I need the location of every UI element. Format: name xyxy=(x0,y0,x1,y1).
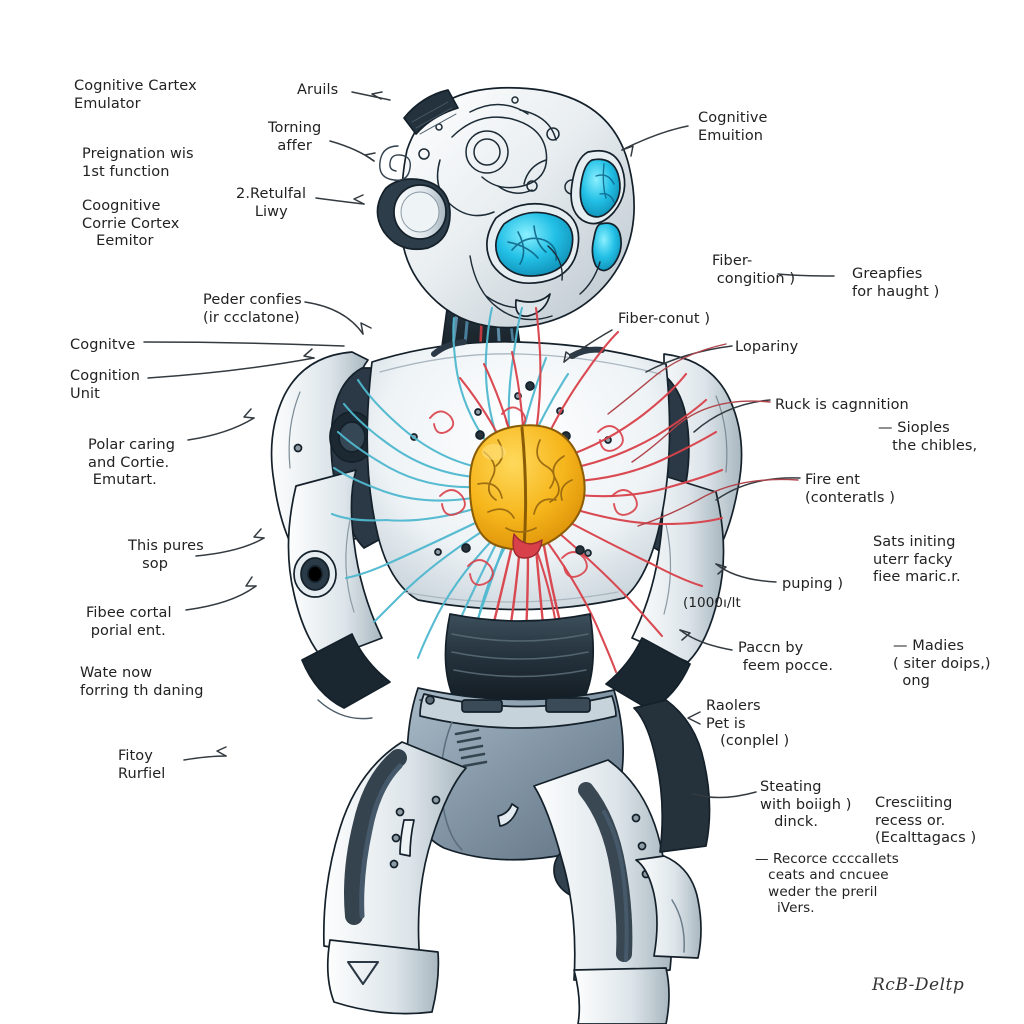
label-steating-with-boiigh: Steating with boiigh ) dinck. xyxy=(760,779,852,831)
label-fitoy-rurfiel: Fitoy Rurfiel xyxy=(118,748,166,782)
label-fibee-cortal: Fibee cortal porial ent. xyxy=(86,605,172,639)
head-dome xyxy=(376,86,635,329)
label-cognitive-emuition: Cognitive Emuition xyxy=(698,110,768,144)
temple-glow-panel xyxy=(591,222,622,272)
label-puping: puping ) xyxy=(782,576,844,592)
artist-signature: RcB-Deltp xyxy=(872,975,965,995)
label-paccn-by-feem-pocce: Paccn by feem pocce. xyxy=(738,640,834,674)
label-this-pures-sop: This pures sop xyxy=(128,538,204,572)
label-polar-caring: Polar caring and Cortie. Emutart. xyxy=(88,437,176,489)
label-peder-confies: Peder confies (ir ccclatone) xyxy=(203,292,302,326)
label-fiber-conut: Fiber-conut ) xyxy=(618,311,711,327)
label-greapfies-for-haught: Greapfies for haught ) xyxy=(852,266,940,300)
label-fire-ent-conteratls: Fire ent (conteratls ) xyxy=(805,472,895,506)
label-torning-affer: Torning affer xyxy=(268,120,322,154)
knee-left xyxy=(326,939,440,1015)
label-wate-now: Wate now forring th daning xyxy=(80,665,204,699)
label-sioples-the-chibles: — Sioples the chibles, xyxy=(878,420,978,454)
label-madies-siter-doips: — Madies ( siter doips,) ong xyxy=(893,638,991,690)
label-ruck-is-cagnnition: Ruck is cagnnition xyxy=(775,397,909,413)
label-coognitive-corrie-cortex: Coognitive Corrie Cortex Eemitor xyxy=(82,198,180,250)
fiber-bundles-cyan xyxy=(330,306,570,680)
label-cresciiting-recess: Cresciiting recess or. (Ecalttagacs ) xyxy=(875,795,977,847)
arm-left xyxy=(287,469,391,720)
label-lopariny: Lopariny xyxy=(735,339,799,355)
cortex-brain xyxy=(468,424,586,559)
label-sats-initing: Sats initing uterr facky fiee maric.r. xyxy=(873,534,961,586)
label-pregnation-function: Preignation wis 1st function xyxy=(82,146,194,180)
thigh-left xyxy=(322,741,467,963)
leg-far xyxy=(633,699,711,959)
label-recorce-ccccallets: — Recorce ccccallets ceats and cncuee we… xyxy=(755,851,899,917)
label-raolers-pet-is: Raolers Pet is (conplel ) xyxy=(706,698,790,750)
eye-right xyxy=(570,149,626,225)
title-label: Cognitive Cartex Emulator xyxy=(74,78,197,112)
label-retulfal-liwy: 2.Retulfal Liwy xyxy=(236,186,307,220)
label-thousand-lt: (1000ı/lt xyxy=(683,595,741,611)
label-cognition-unit: Cognition Unit xyxy=(70,368,141,402)
label-aruils: Aruils xyxy=(297,82,339,98)
shin-right xyxy=(573,967,670,1024)
abdomen-segments xyxy=(444,613,595,702)
label-fiber-congition: Fiber- congition ) xyxy=(712,253,796,287)
label-cognitve: Cognitve xyxy=(70,337,136,353)
eye-left xyxy=(486,202,580,284)
